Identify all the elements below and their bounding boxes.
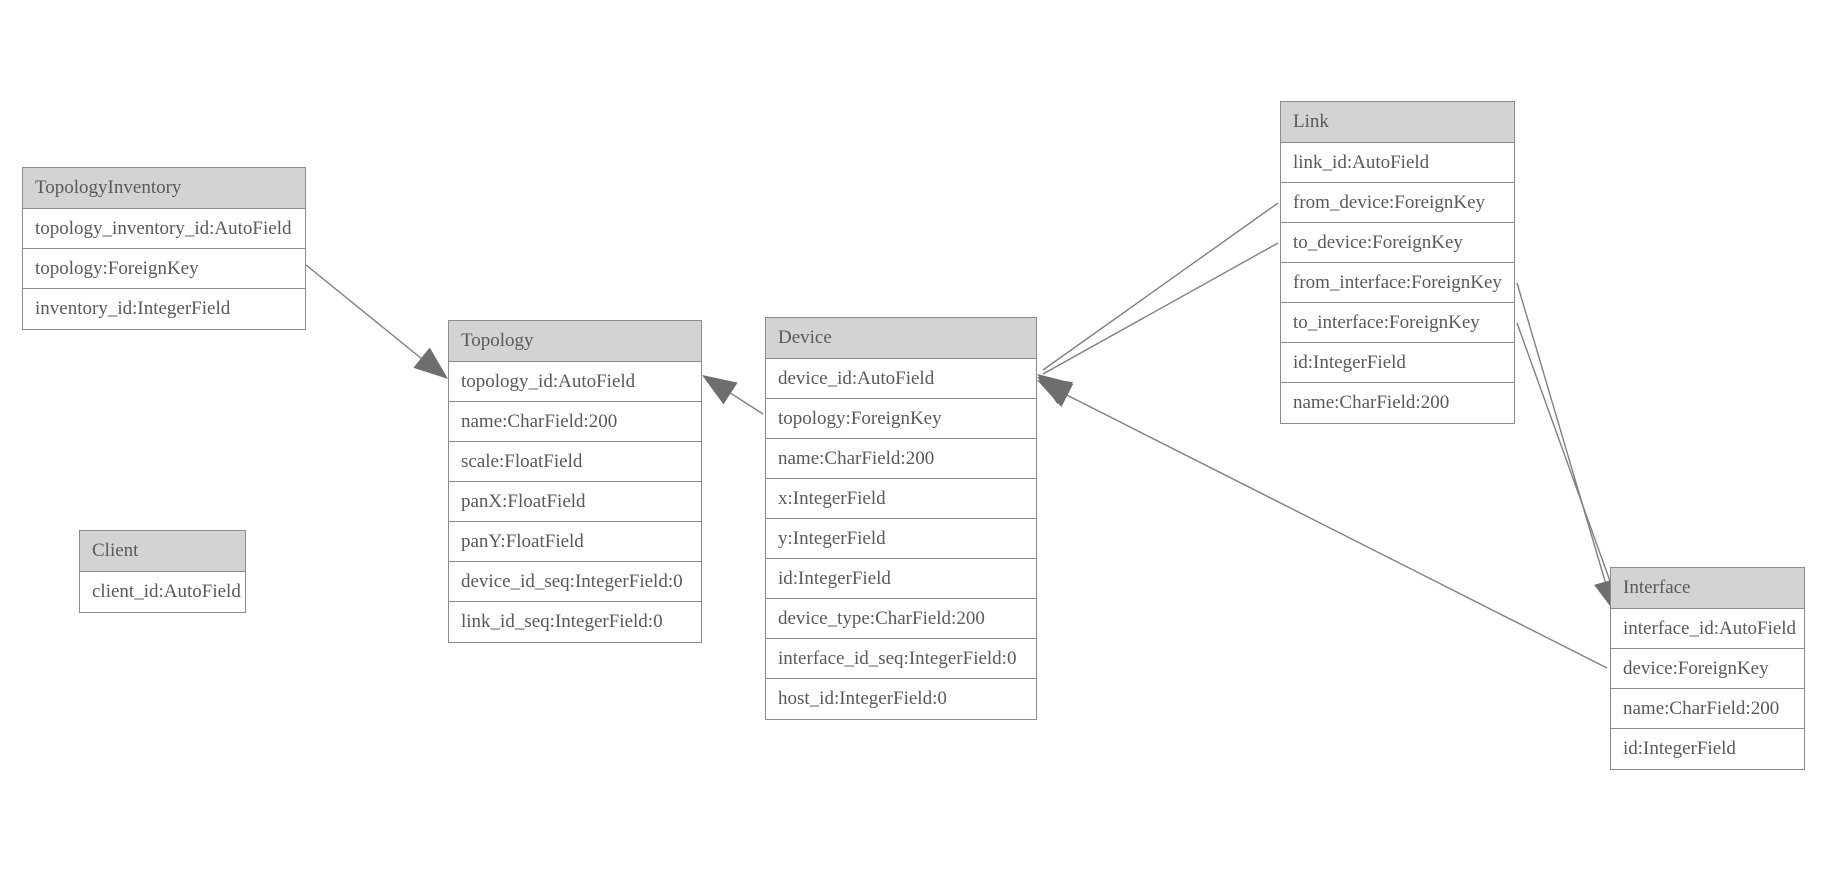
- entity-field-row: topology:ForeignKey: [23, 249, 305, 289]
- entity-field-row: name:CharField:200: [766, 439, 1036, 479]
- entity-title: Link: [1281, 102, 1514, 143]
- relationship-line: [1042, 242, 1279, 375]
- relationship-edge: [702, 375, 764, 415]
- entity-field-row: from_interface:ForeignKey: [1281, 263, 1514, 303]
- entity-field-row: name:CharField:200: [1611, 689, 1804, 729]
- entity-field-row: client_id:AutoField: [80, 572, 245, 612]
- relationship-edge: [1037, 242, 1279, 405]
- relationship-line: [305, 264, 444, 377]
- entity-field-row: to_interface:ForeignKey: [1281, 303, 1514, 343]
- entity-field-row: link_id_seq:IntegerField:0: [449, 602, 701, 642]
- entity-field-row: inventory_id:IntegerField: [23, 289, 305, 329]
- entity-field-row: x:IntegerField: [766, 479, 1036, 519]
- entity-field-row: device_type:CharField:200: [766, 599, 1036, 639]
- entity-field-row: id:IntegerField: [1281, 343, 1514, 383]
- entity-field-row: host_id:IntegerField:0: [766, 679, 1036, 719]
- entity-field-row: y:IntegerField: [766, 519, 1036, 559]
- entity-field-row: topology:ForeignKey: [766, 399, 1036, 439]
- entity-field-row: interface_id_seq:IntegerField:0: [766, 639, 1036, 679]
- entity-field-row: panX:FloatField: [449, 482, 701, 522]
- relationship-edge: [1037, 202, 1279, 405]
- entity-field-row: scale:FloatField: [449, 442, 701, 482]
- relationship-line: [1516, 322, 1620, 607]
- relationship-line: [1516, 282, 1614, 609]
- entity-field-row: name:CharField:200: [1281, 383, 1514, 423]
- relationship-line: [706, 377, 764, 415]
- entity-field-row: link_id:AutoField: [1281, 143, 1514, 183]
- entity-title: Interface: [1611, 568, 1804, 609]
- entity-field-row: id:IntegerField: [1611, 729, 1804, 769]
- entity-field-row: id:IntegerField: [766, 559, 1036, 599]
- relationship-edge: [305, 264, 448, 379]
- relationship-arrowhead: [1037, 377, 1074, 405]
- relationship-line: [1042, 382, 1608, 669]
- entity-field-row: device_id_seq:IntegerField:0: [449, 562, 701, 602]
- entity-field-row: device_id:AutoField: [766, 359, 1036, 399]
- entity-field-row: topology_id:AutoField: [449, 362, 701, 402]
- entity-field-row: topology_inventory_id:AutoField: [23, 209, 305, 249]
- entity-field-row: interface_id:AutoField: [1611, 609, 1804, 649]
- entity-title: TopologyInventory: [23, 168, 305, 209]
- entity-title: Device: [766, 318, 1036, 359]
- entity-title: Client: [80, 531, 245, 572]
- entity-field-row: name:CharField:200: [449, 402, 701, 442]
- entity-field-row: panY:FloatField: [449, 522, 701, 562]
- entity-field-row: to_device:ForeignKey: [1281, 223, 1514, 263]
- entity-field-row: device:ForeignKey: [1611, 649, 1804, 689]
- relationship-line: [1042, 202, 1279, 371]
- relationship-arrowhead: [1037, 380, 1074, 408]
- entity-field-row: from_device:ForeignKey: [1281, 183, 1514, 223]
- entity-title: Topology: [449, 321, 701, 362]
